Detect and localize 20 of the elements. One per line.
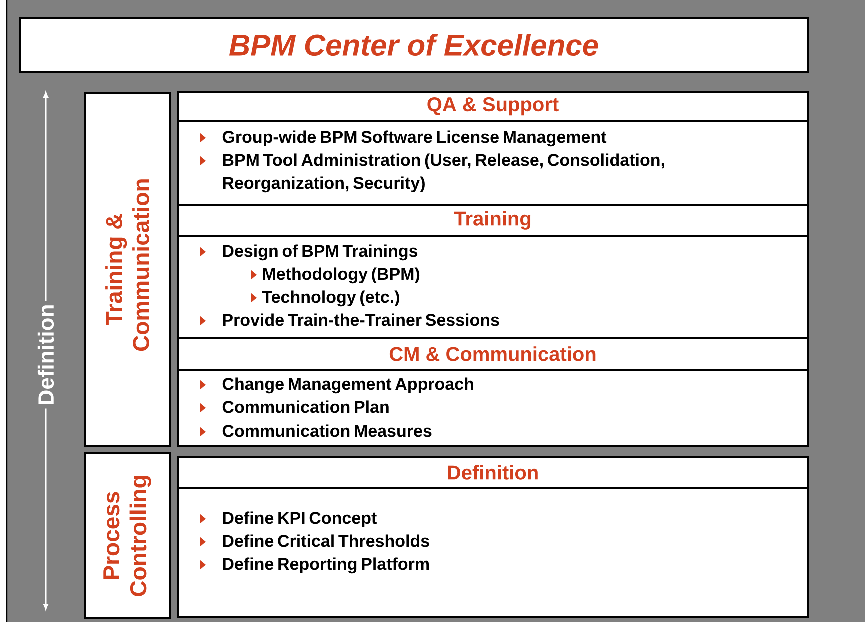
category-box: Training & Communication xyxy=(84,92,171,447)
bullet-item: Methodology (BPM) xyxy=(263,268,420,284)
bullet-item: Define KPI Concept xyxy=(223,512,377,528)
bullet-item: Provide Train-the-Trainer Sessions xyxy=(223,314,500,326)
bullet-item: Change Management Approach xyxy=(222,378,474,394)
section-header: Definition xyxy=(177,456,809,489)
bullet-item: Define Critical Thresholds xyxy=(223,534,430,548)
bullet-item: Communication Measures xyxy=(222,424,432,438)
section-header: CM & Communication xyxy=(177,337,809,371)
axis-label: Definition xyxy=(34,301,58,409)
section-header: QA & Support xyxy=(177,91,809,122)
bullet-item: BPM Tool Administration (User, Release, Consolidation, Reorganization, Security) xyxy=(223,154,664,193)
bullet-item: Design of BPM Trainings xyxy=(223,244,418,261)
bullet-item: Group-wide BPM Software License Management xyxy=(222,130,607,147)
bullet-item: Technology (etc.) xyxy=(262,290,400,307)
category-box: Process Controlling xyxy=(84,452,171,620)
section-header: Training xyxy=(177,204,809,237)
bullet-item: Communication Plan xyxy=(222,400,389,414)
bullet-item: Define Reporting Platform xyxy=(223,558,429,574)
title-box: BPM Center of Excellence xyxy=(19,17,809,73)
